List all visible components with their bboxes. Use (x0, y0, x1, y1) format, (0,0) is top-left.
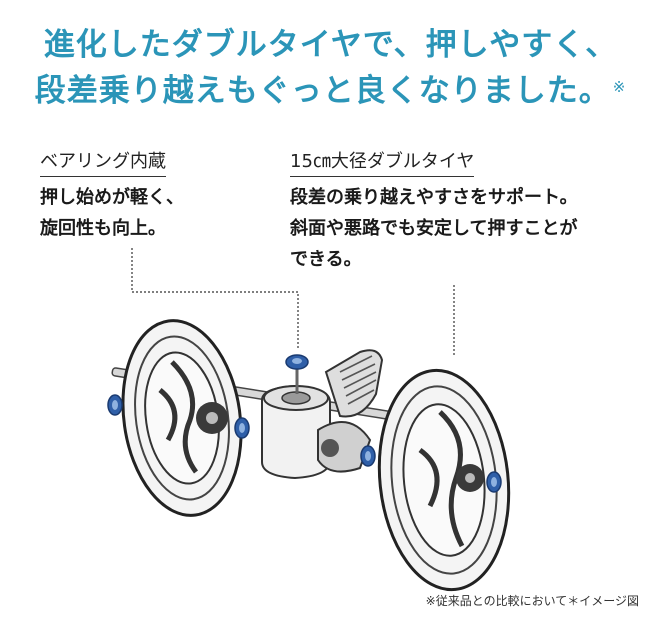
feature-desc-bearing-line: 旋回性も向上。 (40, 218, 166, 239)
feature-desc-double-tire-line: 斜面や悪路でも安定して押すことが (290, 218, 578, 239)
headline-note-mark: ※ (612, 78, 627, 96)
feature-desc-double-tire-line: できる。 (290, 249, 362, 270)
left-wheel-icon (121, 319, 243, 517)
bearing-left-inner-icon (234, 417, 250, 439)
leader-line-bearing (131, 248, 299, 348)
headline-line-1: 進化したダブルタイヤで、押しやすく、 (43, 27, 618, 63)
feature-desc-bearing-line: 押し始めが軽く、 (40, 187, 184, 208)
feature-desc-bearing: 押し始めが軽く、 旋回性も向上。 (40, 182, 184, 244)
feature-label-double-tire: 15㎝大径ダブルタイヤ (290, 147, 475, 177)
bearing-right-outer-icon (486, 471, 502, 493)
headline: 進化したダブルタイヤで、押しやすく、 段差乗り越えもぐっと良くなりました。※ (0, 22, 661, 114)
bearing-right-inner-icon (360, 445, 376, 467)
leader-lines (131, 248, 455, 355)
headline-line-2: 段差乗り越えもぐっと良くなりました。※ (0, 68, 661, 114)
bearing-left-outer-icon (107, 394, 123, 416)
feature-desc-double-tire-line: 段差の乗り越えやすさをサポート。 (290, 187, 578, 208)
right-wheel-icon (377, 368, 511, 592)
footnote: ※従来品との比較において＊イメージ図 (425, 594, 639, 608)
bearing-top-icon (285, 354, 309, 394)
feature-label-bearing: ベアリング内蔵 (40, 147, 166, 177)
headline-line-2-text: 段差乗り越えもぐっと良くなりました。 (34, 73, 611, 109)
feature-desc-double-tire: 段差の乗り越えやすさをサポート。 斜面や悪路でも安定して押すことが できる。 (290, 182, 578, 275)
caster-housing (261, 384, 372, 480)
brake-pedal (324, 349, 384, 418)
